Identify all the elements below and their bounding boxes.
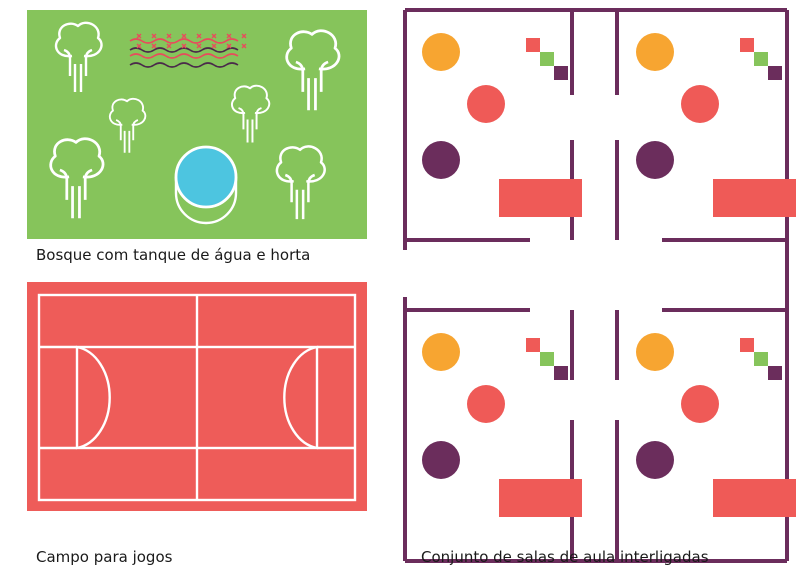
classrooms-caption: Conjunto de salas de aula interligadas: [421, 548, 709, 566]
forest-panel: [27, 10, 367, 239]
sports-court: [27, 282, 367, 511]
field-caption: Campo para jogos: [36, 548, 173, 566]
inner-court: [75, 345, 319, 450]
right-goal-area: [283, 345, 318, 450]
classroom-plan: [403, 8, 796, 563]
classroom-bottom-right: [636, 333, 796, 517]
left-goal-area: [76, 345, 111, 450]
classroom-top-left: [422, 33, 582, 217]
water-tank-icon: [174, 145, 238, 225]
classroom-top-right: [636, 33, 796, 217]
forest-caption: Bosque com tanque de água e horta: [36, 246, 311, 264]
classroom-bottom-left: [422, 333, 582, 517]
vegetable-garden-icon: [129, 33, 247, 68]
